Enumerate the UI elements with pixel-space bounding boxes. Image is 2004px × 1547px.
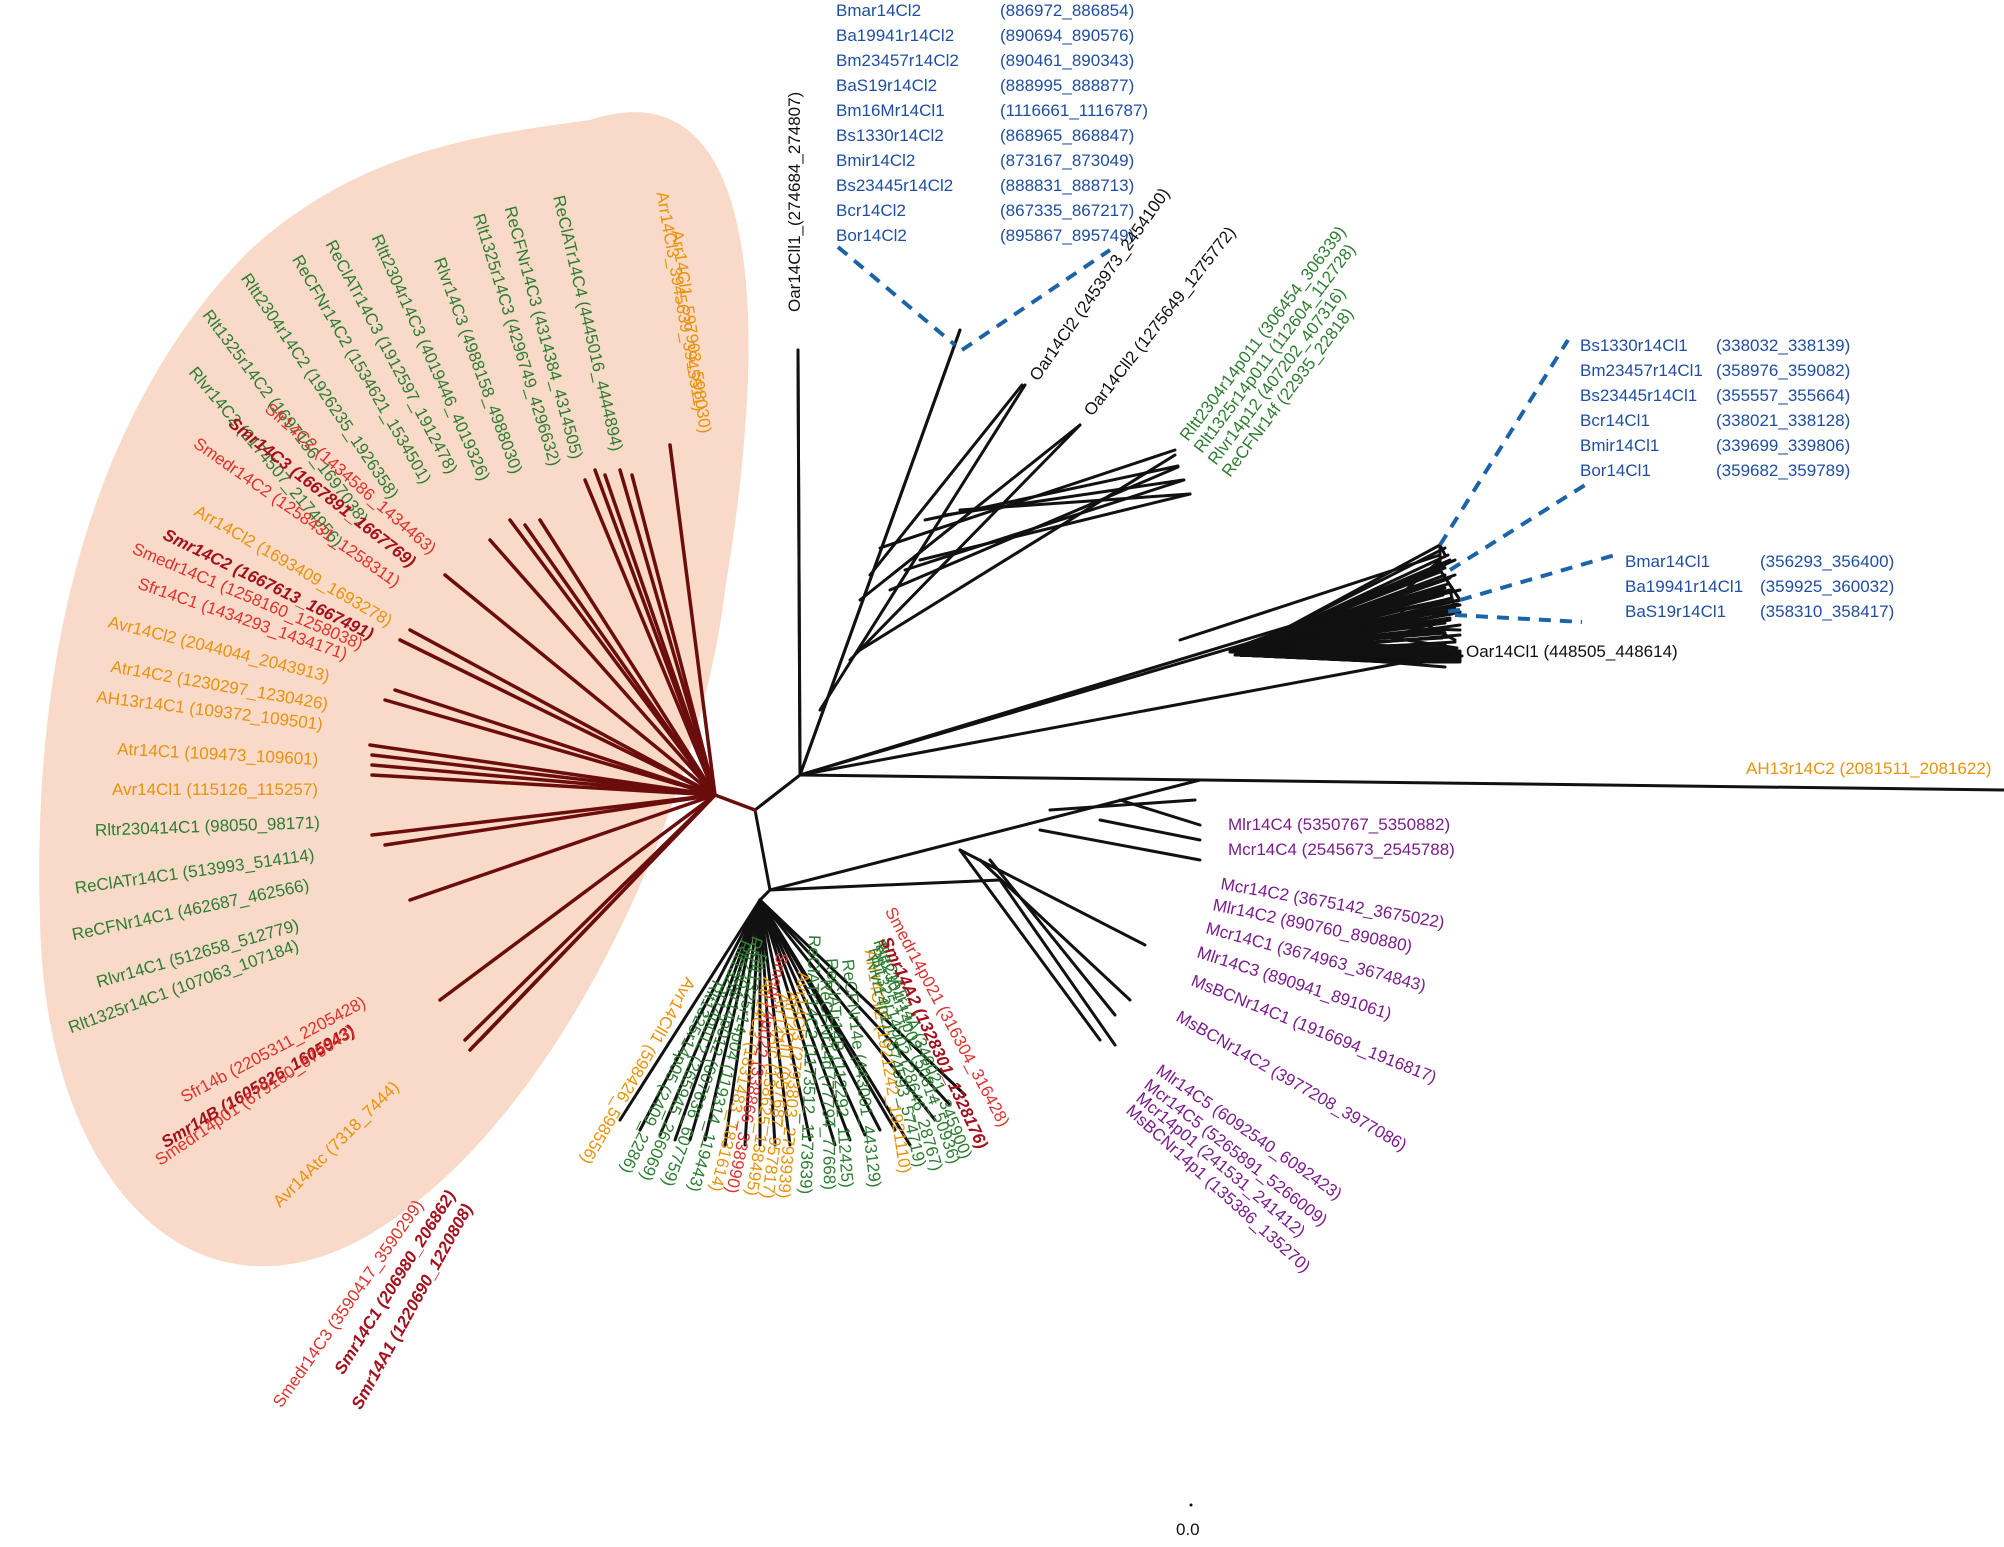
taxon-label-right-blue: Bmir14Cl1 [1580, 436, 1659, 455]
red-clade-branches [368, 443, 757, 1052]
scale-bar-label: 0.0 [1176, 1520, 1200, 1539]
taxon-label-right-blue: Bm23457r14Cl1 [1580, 361, 1703, 380]
taxon-label-top-blue: BaS19r14Cl2 [836, 76, 937, 95]
taxon-range-top-blue: (890461_890343) [1000, 51, 1134, 70]
taxon-label-top-blue: Bmar14Cl2 [836, 1, 921, 20]
taxon-label-top-blue: Bcr14Cl2 [836, 201, 906, 220]
taxon-range-top-blue: (873167_873049) [1000, 151, 1134, 170]
taxon-range-top-blue: (888831_888713) [1000, 176, 1134, 195]
taxon-label-right-blue: Ba19941r14Cl1 [1625, 577, 1743, 596]
taxon-label-right-blue: Bor14Cl1 [1580, 461, 1651, 480]
taxon-range-top-blue: (886972_886854) [1000, 1, 1134, 20]
taxon-range-right-blue: (338032_338139) [1716, 336, 1850, 355]
taxon-range-right-blue: (358310_358417) [1760, 602, 1894, 621]
taxon-range-right-blue: (339699_339806) [1716, 436, 1850, 455]
taxon-range-right-blue: (359682_359789) [1716, 461, 1850, 480]
taxon-range-top-blue: (888995_888877) [1000, 76, 1134, 95]
taxon-label-right-blue: Bcr14Cl1 [1580, 411, 1650, 430]
taxon-label-top-blue: Bs1330r14Cl2 [836, 126, 944, 145]
taxon-range-top-blue: (1116661_1116787) [1000, 101, 1148, 120]
taxon-label-top-blue: Bmir14Cl2 [836, 151, 915, 170]
taxon-label-top-blue: Bs23445r14Cl2 [836, 176, 953, 195]
taxon-label-top-blue: Bm16Mr14Cl1 [836, 101, 945, 120]
taxon-label-clade-left: Avr14Cl1 (115126_115257) [112, 780, 318, 799]
taxon-range-right-blue: (338021_338128) [1716, 411, 1850, 430]
taxon-label-right-blue: Bs1330r14Cl1 [1580, 336, 1688, 355]
taxon-label-oar-cll1: Oar14Cll1_(274684_274807) [785, 92, 804, 312]
taxon-label-top-blue: Bor14Cl2 [836, 226, 907, 245]
taxon-label-right-blue: Bs23445r14Cl1 [1580, 386, 1697, 405]
taxon-range-top-blue: (895867_895749) [1000, 226, 1134, 245]
taxon-range-top-blue: (890694_890576) [1000, 26, 1134, 45]
dashed-connectors [836, 245, 1616, 624]
main-skeleton [618, 328, 2004, 1147]
taxon-label-top-blue: Bm23457r14Cl2 [836, 51, 959, 70]
taxon-label-purple: Mcr14C4 (2545673_2545788) [1228, 840, 1455, 859]
taxon-label-ah13r14c2: AH13r14C2 (2081511_2081622) [1746, 759, 1991, 778]
taxon-range-top-blue: (867335_867217) [1000, 201, 1134, 220]
taxon-label-right-blue: BaS19r14Cl1 [1625, 602, 1726, 621]
taxon-range-top-blue: (868965_868847) [1000, 126, 1134, 145]
taxon-range-right-blue: (356293_356400) [1760, 552, 1894, 571]
taxon-label-oar-cl1: Oar14Cl1 (448505_448614) [1466, 642, 1678, 661]
taxon-label-right-blue: Bmar14Cl1 [1625, 552, 1710, 571]
scale-bar-mark [1189, 1503, 1193, 1507]
taxon-range-right-blue: (359925_360032) [1760, 577, 1894, 596]
taxon-range-right-blue: (358976_359082) [1716, 361, 1850, 380]
taxon-label-bottom: ReCFNr14d (77794_77668) [816, 979, 839, 1190]
taxon-label-top-blue: Ba19941r14Cl2 [836, 26, 954, 45]
taxon-range-right-blue: (355557_355664) [1716, 386, 1850, 405]
taxon-label-purple: Mlr14C4 (5350767_5350882) [1228, 815, 1450, 834]
